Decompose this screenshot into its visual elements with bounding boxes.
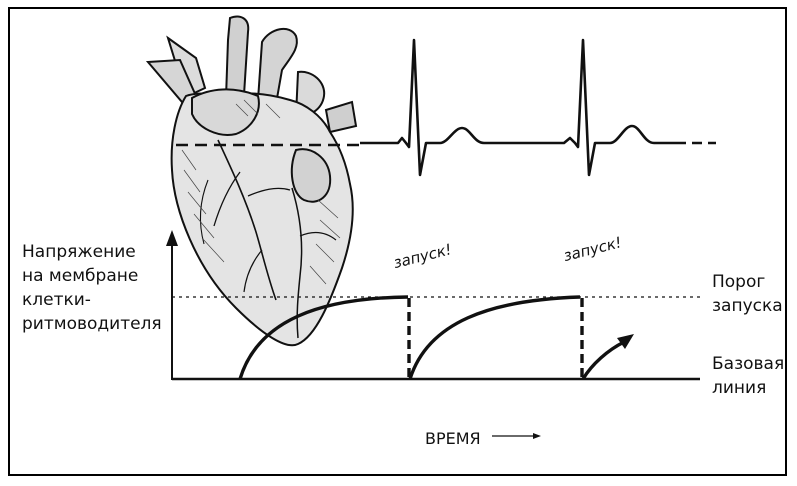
potential-ramp-2 [410,297,580,379]
baseline-label-line: линия [712,376,784,400]
heart-icon [148,17,356,346]
y-axis-label-line: ритмоводителя [22,312,162,336]
y-axis-label-line: Напряжение [22,240,162,264]
rising-potential-arrowhead [617,334,634,349]
threshold-label-line: запуска [712,294,783,318]
y-axis-label-line: на мембране [22,264,162,288]
y-axis-arrowhead [166,230,178,246]
potential-ramp-3 [583,342,624,379]
baseline-label: Базовая линия [712,352,784,400]
time-axis-label: ВРЕМЯ [425,427,481,451]
y-axis-label: Напряжение на мембране клетки- ритмоводи… [22,240,162,336]
threshold-label-line: Порог [712,270,783,294]
ecg-trace [360,40,716,175]
y-axis-label-line: клетки- [22,288,162,312]
time-arrowhead [533,433,541,439]
baseline-label-line: Базовая [712,352,784,376]
threshold-label: Порог запуска [712,270,783,318]
